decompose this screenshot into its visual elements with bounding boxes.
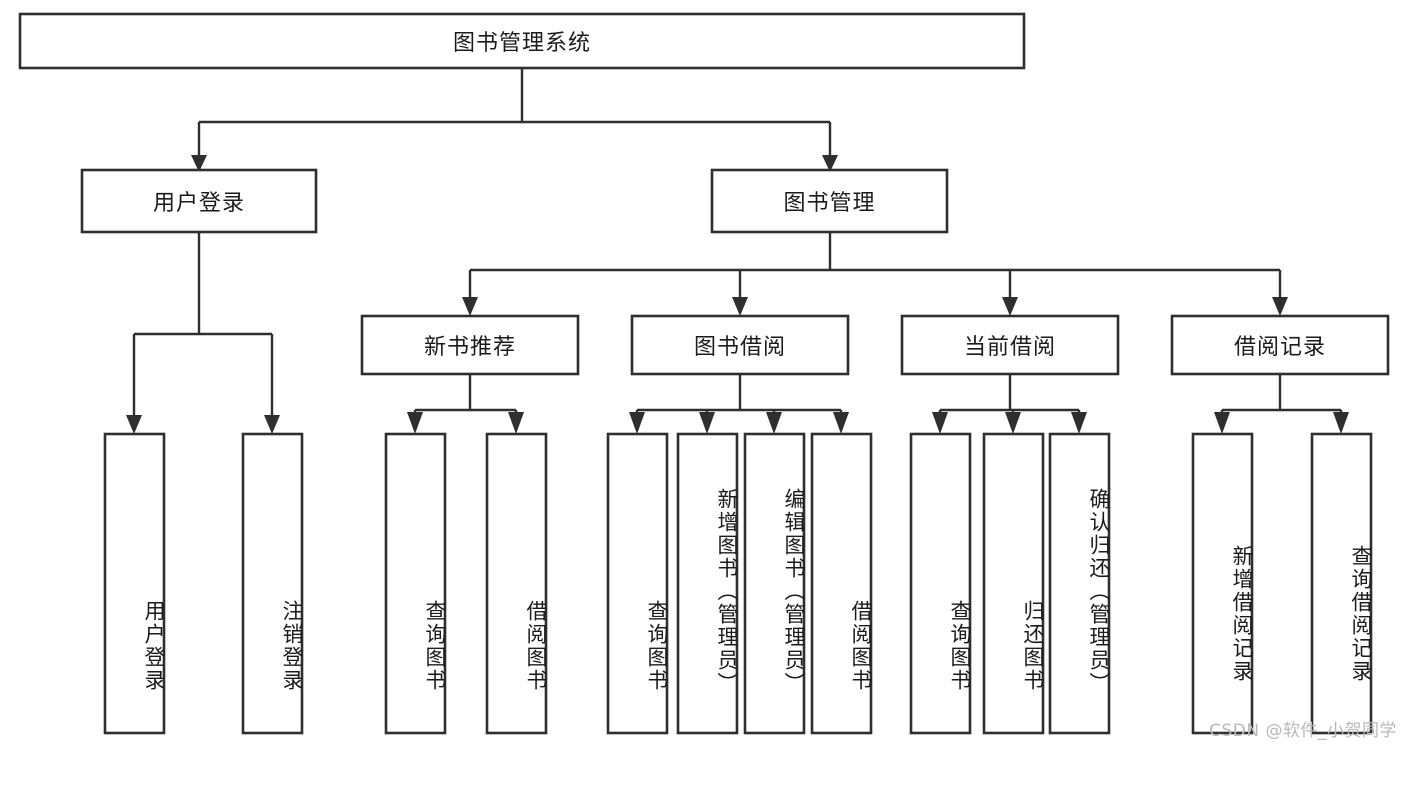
arrow-head-user-login (191, 155, 207, 172)
arrow-head-leaf-borrow-book-recommend (508, 412, 524, 434)
arrow-head-leaf-confirm-return (1071, 412, 1087, 434)
node-box-leaf-confirm-return[interactable] (1048, 432, 1111, 735)
arrow-head-leaf-query-borrow-record (1333, 412, 1349, 434)
node-box-borrow-record[interactable] (1170, 314, 1390, 376)
arrow-head-new-book-recommend (462, 297, 478, 316)
node-box-leaf-query-borrow-record[interactable] (1310, 432, 1373, 735)
arrow-head-current-borrow (1002, 297, 1018, 316)
connector-group-book-borrow (629, 374, 849, 434)
node-box-leaf-borrow-book-recommend[interactable] (485, 432, 548, 735)
node-box-user-login[interactable] (80, 168, 318, 234)
watermark-text: CSDN @软件_小贺同学 (1209, 721, 1397, 741)
node-box-leaf-add-borrow-record[interactable] (1191, 432, 1254, 735)
connector-group-current-borrow (932, 374, 1087, 434)
node-box-leaf-borrow-book[interactable] (810, 432, 873, 735)
node-box-leaf-query-book-recommend[interactable] (384, 432, 447, 735)
node-box-leaf-query-book-current[interactable] (909, 432, 972, 735)
node-box-book-borrow[interactable] (630, 314, 850, 376)
arrow-head-leaf-query-book-current (932, 412, 948, 434)
node-box-leaf-user-login[interactable] (103, 432, 166, 735)
node-box-leaf-add-book[interactable] (676, 432, 739, 735)
node-box-leaf-query-book-borrow[interactable] (606, 432, 669, 735)
node-box-book-manage[interactable] (710, 168, 949, 234)
node-box-root[interactable] (18, 12, 1026, 70)
connector-group-new-book-recommend (407, 374, 524, 434)
arrow-head-leaf-query-book-borrow (629, 412, 645, 434)
arrow-head-book-manage (822, 155, 838, 172)
arrow-head-leaf-edit-book (766, 412, 782, 434)
arrow-head-borrow-record (1272, 297, 1288, 316)
arrow-head-book-borrow (732, 297, 748, 316)
node-box-new-book-recommend[interactable] (360, 314, 580, 376)
connector-group-root (191, 68, 838, 172)
diagram-canvas (18, 12, 1390, 735)
arrow-head-leaf-add-borrow-record (1214, 412, 1230, 434)
arrow-head-leaf-user-login (126, 415, 142, 434)
arrow-head-leaf-query-book-recommend (407, 412, 423, 434)
node-box-leaf-return-book[interactable] (982, 432, 1045, 735)
connector-group-user-login (126, 232, 280, 434)
node-box-current-borrow[interactable] (900, 314, 1120, 376)
arrow-head-leaf-user-logout (264, 415, 280, 434)
arrow-head-leaf-borrow-book (833, 412, 849, 434)
node-box-leaf-edit-book[interactable] (743, 432, 806, 735)
connector-group-borrow-record (1214, 374, 1349, 434)
connector-group-book-manage (462, 232, 1288, 316)
arrow-head-leaf-return-book (1005, 412, 1021, 434)
functional-structure-diagram: 图书管理系统 用户登录 图书管理 新书推荐 图书借阅 当前借阅 借阅记录 用户登… (18, 12, 1397, 741)
arrow-head-leaf-add-book (699, 412, 715, 434)
node-box-leaf-user-logout[interactable] (241, 432, 304, 735)
